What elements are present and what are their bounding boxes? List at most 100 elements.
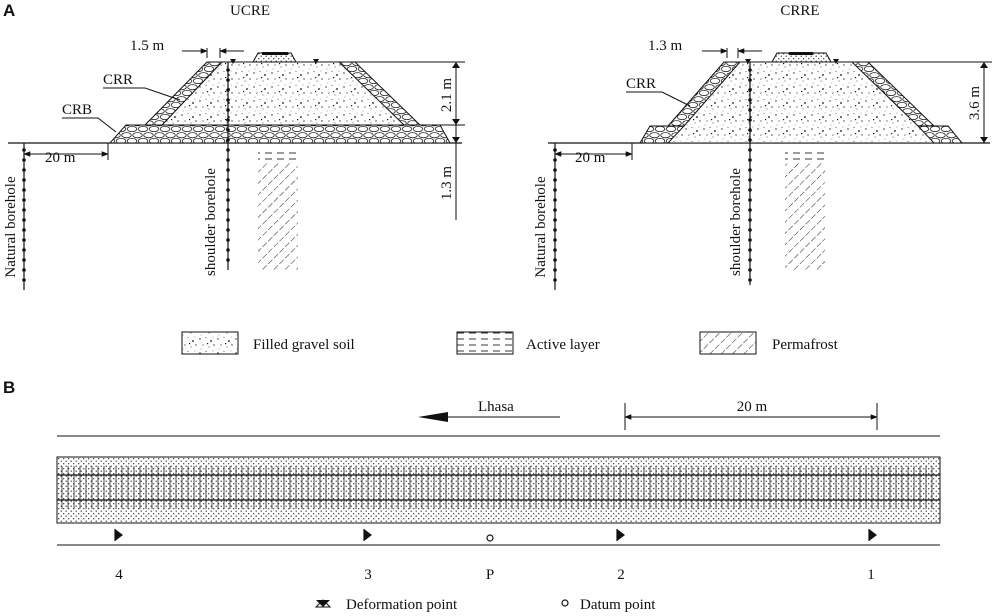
- crre-active-layer: [785, 148, 825, 162]
- borehole-sensor: [226, 198, 230, 202]
- borehole-sensor: [748, 68, 752, 72]
- borehole-sensor: [748, 268, 752, 272]
- borehole-sensor: [226, 138, 230, 142]
- borehole-sensor: [226, 248, 230, 252]
- deformation-point: [617, 529, 625, 541]
- ucre-offset-label: 20 m: [45, 150, 76, 166]
- borehole-sensor: [22, 148, 26, 152]
- borehole-sensor: [553, 188, 557, 192]
- borehole-sensor: [748, 228, 752, 232]
- ucre-natural-borehole-label: Natural borehole: [3, 176, 19, 278]
- borehole-sensor: [553, 278, 557, 282]
- ucre-dim-arrowhead: [452, 137, 460, 143]
- borehole-sensor: [22, 258, 26, 262]
- legend-gravel-label: Filled gravel soil: [253, 337, 355, 353]
- soil-legend: Filled gravel soil Active layer Permafro…: [182, 332, 839, 354]
- borehole-sensor: [553, 258, 557, 262]
- borehole-sensor: [226, 188, 230, 192]
- borehole-sensor: [22, 268, 26, 272]
- borehole-sensor: [22, 278, 26, 282]
- borehole-sensor: [226, 118, 230, 122]
- borehole-sensor: [22, 218, 26, 222]
- point-label-p: P: [486, 567, 494, 583]
- ucre-crb-leader: [62, 118, 116, 132]
- borehole-sensor: [748, 218, 752, 222]
- legend-active-label: Active layer: [526, 337, 600, 353]
- ballast-bed: [57, 457, 940, 523]
- borehole-sensor: [748, 248, 752, 252]
- plan-view: Lhasa 20 m 4 3 P 2 1 Deformation point D…: [57, 399, 940, 613]
- deformation-legend-icon: [316, 600, 330, 607]
- borehole-sensor: [226, 238, 230, 242]
- ucre-title: UCRE: [230, 3, 270, 19]
- deformation-point: [115, 529, 123, 541]
- point-label-1: 1: [867, 567, 875, 583]
- ucre-rail: [262, 52, 288, 55]
- borehole-sensor: [748, 78, 752, 82]
- ucre-dim-arrowhead: [452, 119, 460, 125]
- borehole-sensor: [748, 278, 752, 282]
- borehole-sensor: [226, 128, 230, 132]
- borehole-sensor: [22, 198, 26, 202]
- borehole-sensor: [748, 208, 752, 212]
- legend-gravel-swatch: [182, 332, 238, 354]
- point-label-3: 3: [364, 567, 372, 583]
- borehole-sensor: [22, 168, 26, 172]
- crre-title: CRRE: [780, 3, 819, 19]
- borehole-sensor: [22, 248, 26, 252]
- borehole-sensor: [226, 88, 230, 92]
- borehole-sensor: [22, 178, 26, 182]
- panel-label-a: A: [3, 1, 15, 20]
- ucre-crb-label: CRB: [62, 102, 92, 118]
- borehole-sensor: [748, 88, 752, 92]
- borehole-sensor: [748, 198, 752, 202]
- ucre-height-label: 2.1 m: [439, 78, 455, 113]
- ucre-shoulder-borehole-label: shoulder borehole: [203, 168, 219, 276]
- borehole-sensor: [226, 218, 230, 222]
- borehole-sensor: [22, 228, 26, 232]
- borehole-sensor: [748, 188, 752, 192]
- ucre-crr-label: CRR: [103, 72, 133, 88]
- ucre-active-layer: [258, 148, 298, 162]
- borehole-sensor: [748, 158, 752, 162]
- legend-deformation-label: Deformation point: [346, 597, 458, 613]
- borehole-sensor: [22, 158, 26, 162]
- borehole-sensor: [226, 98, 230, 102]
- borehole-sensor: [553, 158, 557, 162]
- crre-permafrost: [785, 162, 825, 270]
- borehole-sensor: [748, 238, 752, 242]
- ucre-depth-label: 1.3 m: [439, 166, 455, 201]
- borehole-sensor: [748, 128, 752, 132]
- borehole-sensor: [22, 188, 26, 192]
- borehole-sensor: [748, 148, 752, 152]
- ucre-crr-leader: [103, 88, 180, 100]
- borehole-sensor: [226, 228, 230, 232]
- borehole-sensor: [226, 168, 230, 172]
- borehole-sensor: [226, 208, 230, 212]
- borehole-sensor: [22, 238, 26, 242]
- borehole-sensor: [226, 158, 230, 162]
- crre-crr-label: CRR: [626, 76, 656, 92]
- crre-offset-label: 20 m: [575, 150, 606, 166]
- direction-label: Lhasa: [478, 399, 514, 415]
- legend-datum-icon: [562, 600, 568, 606]
- borehole-sensor: [226, 78, 230, 82]
- deformation-point: [364, 529, 372, 541]
- borehole-sensor: [553, 168, 557, 172]
- deformation-points: [115, 529, 877, 541]
- borehole-sensor: [748, 118, 752, 122]
- borehole-sensor: [553, 218, 557, 222]
- borehole-sensor: [748, 138, 752, 142]
- ucre-crb-layer: [110, 125, 450, 143]
- crre-top-width-label: 1.3 m: [648, 38, 683, 54]
- crre-dim-arrowhead: [980, 62, 988, 68]
- crre-rail: [789, 52, 813, 55]
- borehole-sensor: [553, 228, 557, 232]
- datum-point: [487, 535, 493, 541]
- point-label-4: 4: [115, 567, 123, 583]
- crre-height-label: 3.6 m: [967, 86, 983, 121]
- ucre-dim-arrowhead: [452, 62, 460, 68]
- ucre-permafrost: [258, 162, 298, 270]
